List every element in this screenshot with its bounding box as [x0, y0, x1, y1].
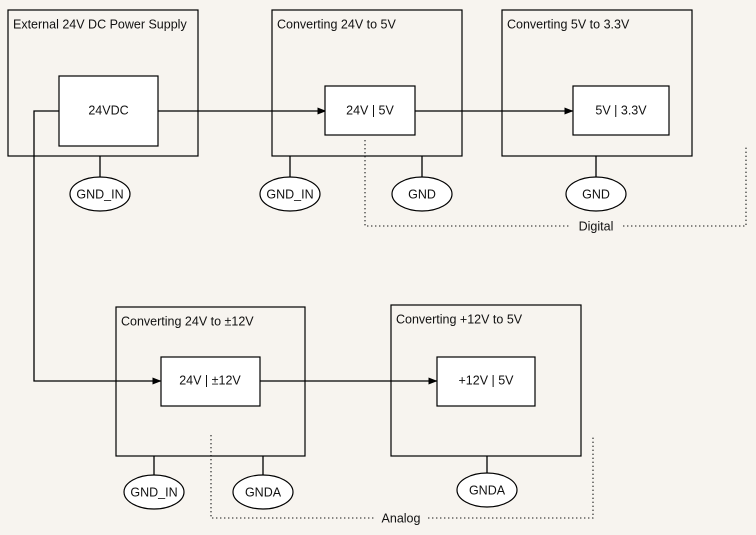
group-convert-5v-33v-frame	[501, 9, 693, 157]
ground-node-conv33v-gnd[interactable]	[565, 176, 627, 212]
block-24v-5v-label: 24V | 5V	[346, 103, 394, 117]
block-24v-5v[interactable]	[324, 85, 416, 136]
ground-node-conv12v-gnda[interactable]	[232, 474, 294, 510]
group-external-supply-title: External 24V DC Power Supply	[13, 17, 187, 31]
block-24vdc-label: 24VDC	[88, 103, 128, 117]
block-24v-12v[interactable]	[160, 356, 261, 407]
ground-node-conv12v-gnd-in[interactable]	[123, 474, 185, 510]
ground-node-conv33v-gnd-label: GND	[582, 187, 610, 201]
ground-node-supply-gnd-in[interactable]	[69, 176, 131, 212]
digital-zone-outline	[364, 140, 747, 227]
group-convert-5v-33v: Converting 5V to 3.3V 5V | 3.3V GND	[501, 9, 693, 212]
ground-node-conv12v5v-gnda[interactable]	[456, 472, 518, 508]
block-24vdc[interactable]	[58, 75, 159, 147]
block-12v-5v[interactable]	[436, 356, 536, 407]
ground-node-conv5v-gnd-in[interactable]	[259, 176, 321, 212]
ground-node-conv12v5v-gnda-label: GNDA	[469, 483, 506, 497]
group-external-supply-frame	[7, 9, 199, 157]
block-5v-33v[interactable]	[572, 85, 670, 136]
block-24v-12v-label: 24V | ±12V	[179, 373, 241, 387]
group-convert-12v-5v: Converting +12V to 5V +12V | 5V GNDA	[390, 304, 582, 508]
ground-node-conv5v-gnd[interactable]	[391, 176, 453, 212]
ground-node-conv12v-gnda-label: GNDA	[245, 485, 282, 499]
wire-24vdc-to-24v12v	[33, 110, 162, 385]
group-convert-24v-5v: Converting 24V to 5V 24V | 5V GND_IN GND	[259, 9, 463, 212]
ground-node-supply-gnd-in-label: GND_IN	[76, 187, 123, 201]
block-12v-5v-label: +12V | 5V	[458, 373, 514, 387]
group-convert-24v-12v-frame	[115, 306, 306, 457]
group-external-supply: External 24V DC Power Supply 24VDC GND_I…	[7, 9, 199, 212]
analog-zone-label: Analog	[382, 511, 421, 525]
group-convert-24v-5v-frame	[271, 9, 463, 157]
analog-zone-label-backing	[376, 510, 426, 526]
group-convert-12v-5v-title: Converting +12V to 5V	[396, 312, 523, 326]
digital-zone-label-backing	[570, 218, 622, 234]
group-convert-24v-12v-title: Converting 24V to ±12V	[121, 314, 254, 328]
group-convert-5v-33v-title: Converting 5V to 3.3V	[507, 17, 630, 31]
group-convert-12v-5v-frame	[390, 304, 582, 457]
ground-node-conv5v-gnd-in-label: GND_IN	[266, 187, 313, 201]
digital-zone-label: Digital	[579, 219, 614, 233]
analog-zone: Analog	[210, 435, 594, 526]
ground-node-conv5v-gnd-label: GND	[408, 187, 436, 201]
digital-zone: Digital	[364, 140, 747, 234]
group-convert-24v-12v: Converting 24V to ±12V 24V | ±12V GND_IN…	[115, 306, 306, 510]
group-convert-24v-5v-title: Converting 24V to 5V	[277, 17, 396, 31]
ground-node-conv12v-gnd-in-label: GND_IN	[130, 485, 177, 499]
block-5v-33v-label: 5V | 3.3V	[595, 103, 647, 117]
